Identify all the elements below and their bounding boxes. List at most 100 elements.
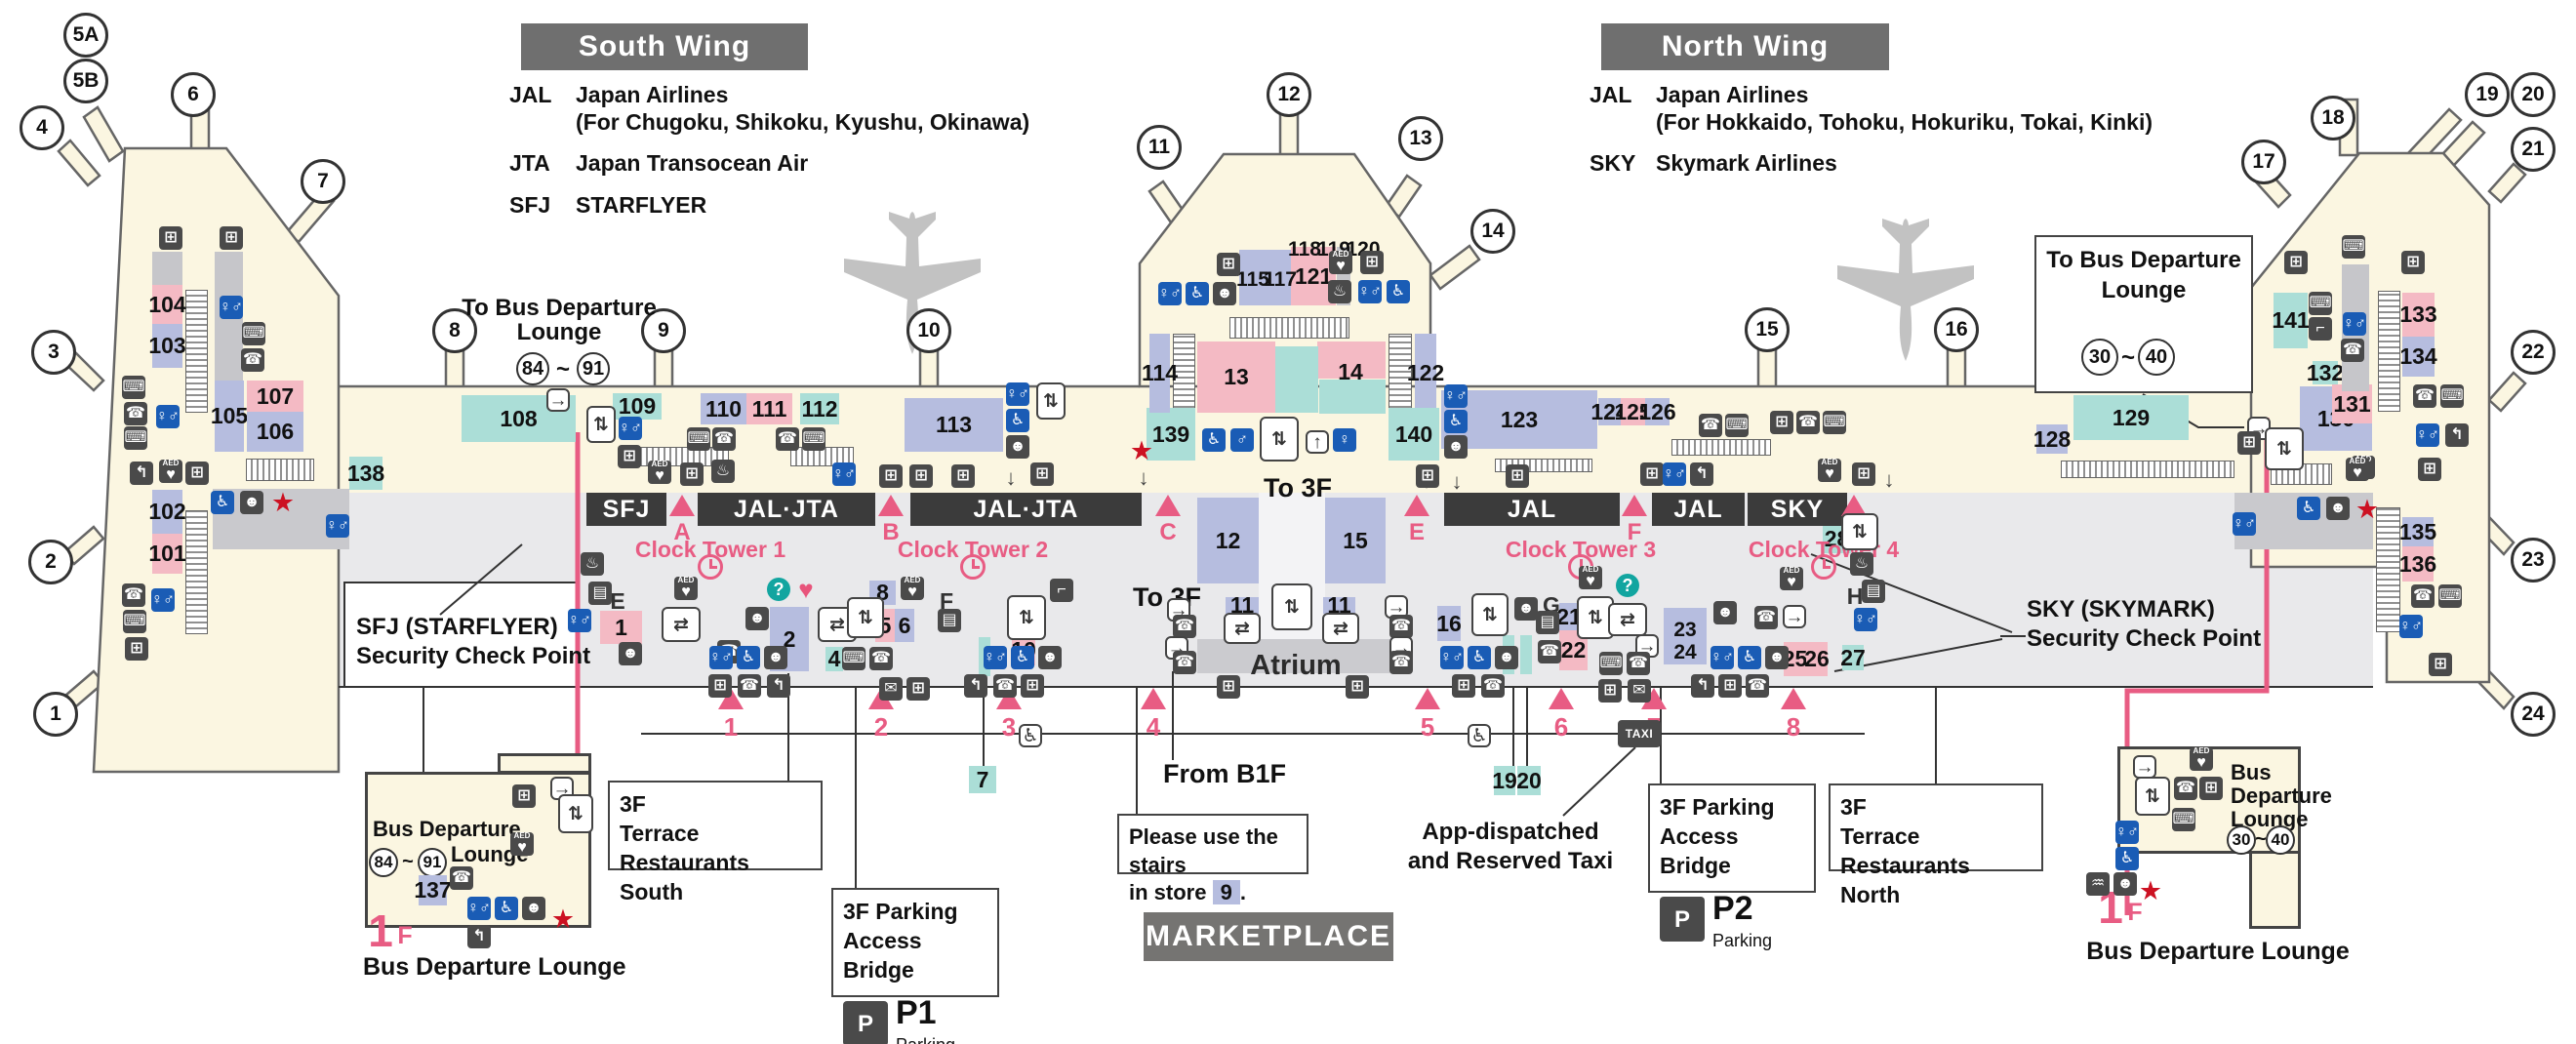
luggage-cart-icon: ⊞ [1360, 251, 1384, 274]
gate-marker-G [1841, 495, 1867, 516]
restroom-icon: ♀♂ [2399, 615, 2423, 638]
luggage-cart-icon: ⊞ [1416, 464, 1439, 488]
phone-icon: ☎ [1796, 411, 1820, 434]
map-label: 24 [1673, 641, 1697, 663]
stairs-icon [185, 290, 208, 413]
shop-1: 1 [600, 611, 642, 644]
shop-104: 104 [148, 285, 186, 324]
gate-15: 15 [1745, 307, 1790, 352]
luggage-cart-icon: ⊞ [2401, 251, 2425, 274]
accessible-icon: ♿ [2115, 847, 2139, 870]
down-arrow-icon: ↓ [1451, 469, 1463, 494]
down-arrow-icon: ↓ [1883, 467, 1895, 492]
gate-24: 24 [2511, 692, 2556, 737]
computer-icon: ⌨ [2172, 808, 2195, 831]
map-label: Lounge [516, 319, 602, 345]
accessible-icon: ♿ [1387, 280, 1410, 303]
luggage-cart-icon: ⊞ [1506, 464, 1529, 488]
shop-134: 134 [2399, 337, 2437, 377]
gate-marker-B [878, 495, 904, 516]
legend-row: JTA Japan Transocean Air [509, 150, 809, 177]
luggage-cart-icon: ⊞ [1021, 674, 1044, 698]
phone-icon: ☎ [2341, 339, 2364, 362]
phone-icon: ☎ [1481, 674, 1505, 698]
baby-care-icon: ☻ [1444, 435, 1468, 459]
luggage-cart-icon: ⊞ [1217, 253, 1240, 276]
airline-bar-JAL: JAL [1444, 493, 1620, 526]
phone-icon: ☎ [124, 402, 147, 425]
down-arrow-icon: ↓ [1138, 465, 1149, 490]
up-arrow-icon: ↑ [1306, 430, 1329, 454]
restroom-icon: ♀♂ [1663, 462, 1686, 486]
phone-icon: ☎ [776, 427, 799, 451]
baby-care-icon: ☻ [2326, 497, 2350, 520]
elevator-icon: ⇅ [2265, 427, 2304, 470]
luggage-cart-icon: ⊞ [2237, 431, 2261, 455]
shop-7: 7 [969, 766, 996, 793]
escalator-icon: ⇅ [1036, 382, 1066, 420]
map-label: F [2127, 899, 2143, 926]
shop-101: 101 [148, 534, 186, 574]
restroom-icon: ♀♂ [220, 296, 243, 319]
terrace-north-box: 3F Terrace Restaurants North [1829, 783, 2043, 907]
gate-3: 3 [31, 330, 76, 375]
exit-icon: ↰ [130, 462, 153, 485]
legend-row: SFJ STARFLYER [509, 191, 707, 218]
shop-16: 16 [1436, 606, 1462, 641]
gate-4: 4 [20, 105, 64, 150]
phone-icon: ☎ [738, 674, 761, 698]
highlight-star-icon: ★ [270, 487, 296, 517]
restroom-icon: ♀♂ [2343, 312, 2366, 336]
shop-26: 26 [1804, 642, 1830, 676]
shop-106: 106 [247, 412, 303, 452]
luggage-cart-icon: ⊞ [1452, 674, 1475, 698]
accessible-icon: ♿ [1444, 410, 1468, 433]
restroom-icon: ♀♂ [1440, 646, 1464, 669]
phone-icon: ☎ [450, 866, 473, 890]
aed-icon: AED♥ [674, 577, 698, 600]
bus-lounge-right-col [2249, 851, 2301, 929]
entrance-marker-6 [1549, 688, 1574, 709]
baby-care-icon: ☻ [522, 897, 545, 920]
computer-icon: ⌨ [1823, 411, 1846, 434]
map-label: ~ [555, 356, 571, 382]
shop-15: 15 [1325, 498, 1386, 583]
map-block [152, 252, 182, 285]
gate-22: 22 [2511, 330, 2556, 375]
gate-marker-F [1622, 495, 1647, 516]
stairs-icon [1389, 334, 1412, 413]
map-label: F [939, 588, 954, 614]
shop-22: 22 [1559, 630, 1588, 670]
shop-111: 111 [746, 393, 792, 424]
map-label: To 3F [1264, 473, 1332, 502]
taxi-icon: TAXI [1618, 720, 1661, 747]
luggage-cart-icon: ⊞ [909, 464, 933, 488]
gate-6: 6 [171, 72, 216, 117]
aed-icon: AED♥ [2346, 458, 2369, 481]
restroom-icon: ♀♂ [832, 462, 856, 486]
map-block [1664, 608, 1707, 664]
phone-icon: ☎ [1173, 651, 1196, 674]
phone-icon: ☎ [1389, 651, 1413, 674]
bus-stop-91: 91 [418, 848, 447, 877]
map-block [1239, 250, 1292, 305]
entrance-marker-number: 5 [1420, 712, 1435, 742]
shop-13: 13 [1197, 341, 1275, 413]
stairs-note-box: Please use the stairs in store 9. [1117, 814, 1308, 905]
aed-icon: AED♥ [1780, 567, 1803, 590]
map-label: ~ [402, 851, 414, 872]
entrance-marker-number: 3 [1001, 712, 1017, 742]
map-label: E [610, 588, 625, 614]
shop-132: 132 [2306, 359, 2345, 385]
restroom-icon: ♀♂ [467, 897, 491, 920]
elevator-icon: ⇅ [847, 597, 884, 638]
legend-row: SKY Skymark Airlines [1590, 150, 1837, 177]
gate-20: 20 [2511, 72, 2556, 117]
highlight-star-icon: ★ [550, 903, 576, 934]
exit-icon: ↰ [1690, 462, 1713, 486]
restroom-icon: ♀♂ [568, 609, 591, 632]
terrace-south-box: 3F Terrace Restaurants South [608, 781, 823, 904]
highlight-star-icon: ★ [2355, 494, 2380, 524]
bus-lounge-right-label: Bus [2231, 760, 2272, 784]
down-arrow-icon: ↓ [1005, 465, 1017, 490]
